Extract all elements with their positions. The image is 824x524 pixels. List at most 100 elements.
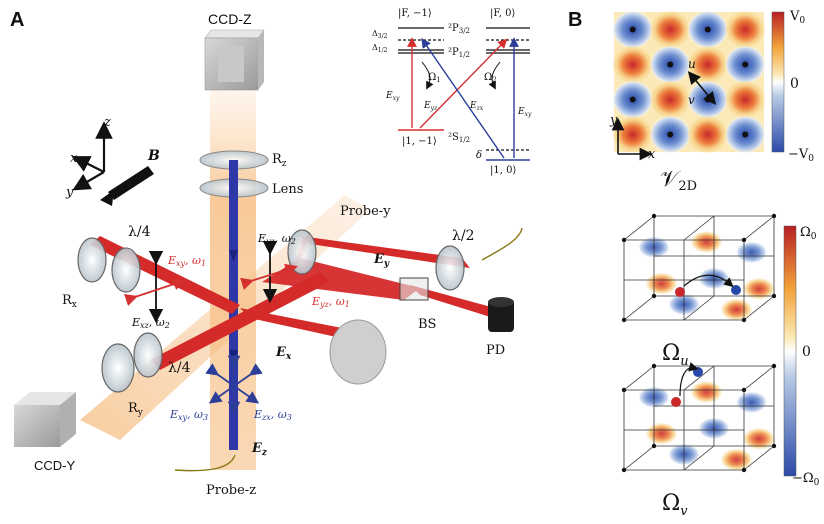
colorbar-v: [771, 11, 785, 153]
polarization-arrows-ry: [240, 240, 299, 304]
b-axes: [611, 71, 717, 161]
yz-waveplate: [287, 229, 317, 275]
fiber-top: [481, 227, 523, 261]
level-ket-10: |1, 0⟩: [490, 165, 516, 176]
potential-max: [612, 45, 654, 84]
b-field-arrow: [100, 166, 154, 206]
cube-vertex: [741, 467, 747, 473]
ccd-y-label: CCD-Y: [34, 458, 75, 473]
omega-v-label: Ωv: [662, 491, 688, 519]
cube-vertex: [651, 213, 657, 219]
cube-vertex: [621, 387, 627, 393]
cube-vertex: [651, 443, 657, 449]
cube-edge: [623, 365, 655, 391]
ccd-y-camera: [14, 392, 76, 447]
b-axis-x-label: x: [648, 147, 656, 162]
panel-b-letter: B: [568, 9, 582, 31]
ry-waveplate: [101, 343, 135, 393]
beam-splitter: [399, 277, 429, 301]
site-b: [693, 367, 703, 377]
lattice-site: [667, 61, 674, 68]
level-exy-right: Exy: [517, 107, 532, 118]
level-f-0: |F, 0⟩: [490, 8, 515, 19]
ry-label: Ry: [128, 401, 144, 418]
probe-y-label: Probe-y: [340, 204, 391, 219]
exy-w3-label: Exy, ω3: [169, 408, 208, 422]
cube-vertex: [741, 387, 747, 393]
lambda4-top-label: λ/4: [128, 224, 151, 240]
level-f-minus1: |F, −1⟩: [398, 8, 432, 19]
mirror-disc: [329, 319, 387, 385]
level-delta32: Δ3/2: [372, 29, 388, 40]
rx-waveplate: [77, 237, 107, 283]
lambda4-top-waveplate: [111, 247, 141, 293]
lambda4-bottom-label: λ/4: [168, 360, 191, 376]
potential-max: [687, 115, 729, 154]
level-ezx: Ezx: [469, 101, 484, 112]
level-ket-1m1: |1, −1⟩: [402, 136, 437, 147]
v2d-lattice: [612, 10, 766, 154]
ex-label: Ex: [275, 345, 292, 362]
cb1-max: V0: [789, 9, 805, 26]
eyz-w2-label: Eyz, ω2: [257, 232, 296, 246]
pd-label: PD: [486, 343, 505, 358]
b-axis-y-label: y: [609, 113, 618, 128]
lattice-site: [742, 131, 749, 138]
cube-vertex: [621, 467, 627, 473]
tunneling-positive: [690, 231, 723, 253]
cube-vertex: [651, 363, 657, 369]
hop-arrow: [679, 362, 699, 397]
level-p32: ²P3/2: [448, 23, 470, 35]
ey-label: Ey: [373, 252, 390, 269]
lattice-site: [629, 96, 636, 103]
ez-label: Ez: [251, 441, 268, 458]
level-s12: ²S1/2: [448, 132, 470, 144]
ccd-z-label: CCD-Z: [208, 11, 252, 27]
cube-vertex: [771, 363, 777, 369]
cube-vertex: [771, 293, 777, 299]
level-delta12: Δ1/2: [372, 43, 388, 54]
lattice-site: [742, 61, 749, 68]
lambda2-label: λ/2: [452, 228, 475, 244]
exy-w1-label: Exy, ω1: [167, 254, 206, 268]
panel-a-letter: A: [10, 9, 24, 31]
hop-arrow: [683, 274, 734, 288]
cube-edge: [623, 295, 655, 321]
eyz-w1-label: Eyz, ω1: [311, 295, 350, 309]
red-beam-ex: [240, 308, 350, 340]
potential-max: [724, 80, 766, 119]
omega-u-cube: [621, 213, 777, 323]
level-delta: δ: [476, 150, 482, 161]
b-v-label: v: [688, 93, 695, 107]
site-b: [731, 285, 741, 295]
rx-label: Rx: [62, 293, 77, 310]
photodiode: [488, 297, 514, 332]
cube-edge: [683, 215, 715, 241]
lambda2-waveplate: [435, 245, 465, 291]
cb2-min: −Ω0: [792, 471, 820, 488]
ez-beam-arrow: [229, 250, 238, 262]
cb1-min: −V0: [788, 147, 814, 164]
panel-b: B y x u v V0 0 −V0 𝒱2D Ωu Ωv Ω0 0 −: [568, 9, 820, 519]
lattice-site: [629, 26, 636, 33]
cube-vertex: [621, 317, 627, 323]
tunneling-negative: [735, 241, 768, 264]
cube-edge: [683, 445, 715, 471]
cube-edge: [743, 295, 775, 321]
axis-x-label: x: [70, 151, 78, 166]
lens-label: Lens: [272, 182, 303, 197]
b-field-label: B: [147, 148, 160, 164]
cube-vertex: [771, 443, 777, 449]
cube-vertex: [741, 237, 747, 243]
cube-vertex: [741, 317, 747, 323]
level-omega2: Ω2: [484, 72, 497, 84]
tunneling-positive: [743, 427, 775, 450]
cb2-max: Ω0: [800, 225, 817, 242]
cube-vertex: [651, 293, 657, 299]
axes-triad: [72, 121, 113, 191]
polarization-arrows-rx: [124, 250, 186, 324]
tunneling-positive: [720, 298, 753, 321]
rz-label: Rz: [272, 152, 287, 169]
red-beam-lower: [150, 272, 330, 370]
